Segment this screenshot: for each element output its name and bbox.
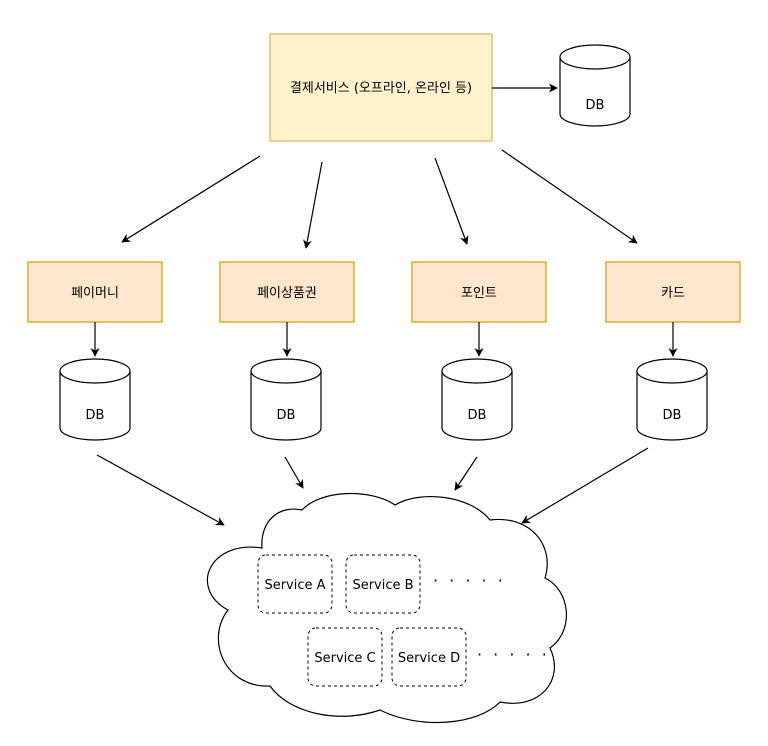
service-node-card: 카드 [605, 261, 741, 323]
service-node-paymoney: 페이머니 [27, 261, 163, 323]
db-label-paymoney: DB [86, 408, 105, 423]
db-label-point: DB [468, 408, 487, 423]
service-node-point: 포인트 [411, 261, 547, 323]
main-service-node: 결제서비스 (오프라인, 온라인 등) [269, 33, 493, 142]
main-service-label: 결제서비스 (오프라인, 온라인 등) [290, 81, 472, 96]
service-label-point: 포인트 [461, 286, 497, 301]
service-label-paymoney: 페이머니 [71, 286, 119, 301]
db-label-card: DB [663, 408, 682, 423]
main-db-cylinder: DB [559, 44, 631, 127]
service-node-giftcard: 페이상품권 [219, 261, 355, 323]
arrow-point-db-to-cloud [454, 456, 478, 491]
service-d-label: Service D [398, 651, 460, 666]
service-b-label: Service B [352, 578, 413, 593]
row1-ellipsis: · · · · · [433, 571, 506, 590]
service-a-label: Service A [264, 578, 325, 593]
arrow-giftcard-db-to-cloud [284, 456, 304, 489]
service-c-box: Service C [307, 627, 383, 687]
arrow-main-to-paymoney [121, 155, 261, 243]
service-c-label: Service C [314, 651, 375, 666]
arrow-paymoney-db-to-cloud [96, 454, 225, 526]
row2-ellipsis: · · · · · [477, 645, 550, 664]
db-cylinder-card: DB [636, 358, 708, 441]
db-label-giftcard: DB [277, 408, 296, 423]
db-cylinder-giftcard: DB [250, 358, 322, 441]
db-cylinder-point: DB [441, 358, 513, 441]
arrow-main-to-point [434, 157, 469, 245]
cloud-container: Service A Service B · · · · · Service C … [206, 492, 567, 724]
arrow-main-to-giftcard [303, 161, 323, 249]
db-cylinder-paymoney: DB [59, 358, 131, 441]
service-d-box: Service D [391, 627, 467, 687]
arrow-card-db-to-cloud [521, 447, 649, 524]
service-label-card: 카드 [661, 286, 685, 301]
main-db-label: DB [586, 98, 605, 113]
service-label-giftcard: 페이상품권 [257, 286, 317, 301]
service-a-box: Service A [257, 554, 333, 614]
arrow-main-to-card [501, 149, 638, 244]
service-b-box: Service B [345, 554, 421, 614]
